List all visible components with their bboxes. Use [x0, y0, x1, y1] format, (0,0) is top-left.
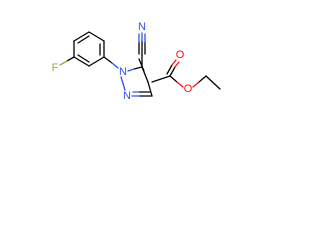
nitrile-nitrogen-label: N [138, 21, 146, 33]
structure-canvas: F N N N O O [0, 0, 250, 129]
pyrazole-n2-label: N [123, 90, 131, 102]
nitrile-group [138, 32, 146, 68]
molecule-structure: F N N N O O [52, 21, 221, 102]
c-f-bond [66, 56, 75, 62]
fluorine-label: F [52, 62, 59, 74]
aryl-n-bond [103, 56, 113, 64]
aryl-n-bond-n-half [111, 62, 119, 69]
c-f-bond-f-half [59, 60, 68, 66]
ester-group [151, 59, 221, 90]
carbonyl-oxygen-label: O [176, 49, 185, 61]
pyrazole-n1-label: N [119, 66, 127, 78]
fluorophenyl-ring [73, 31, 105, 67]
ester-oxygen-label: O [184, 83, 193, 95]
